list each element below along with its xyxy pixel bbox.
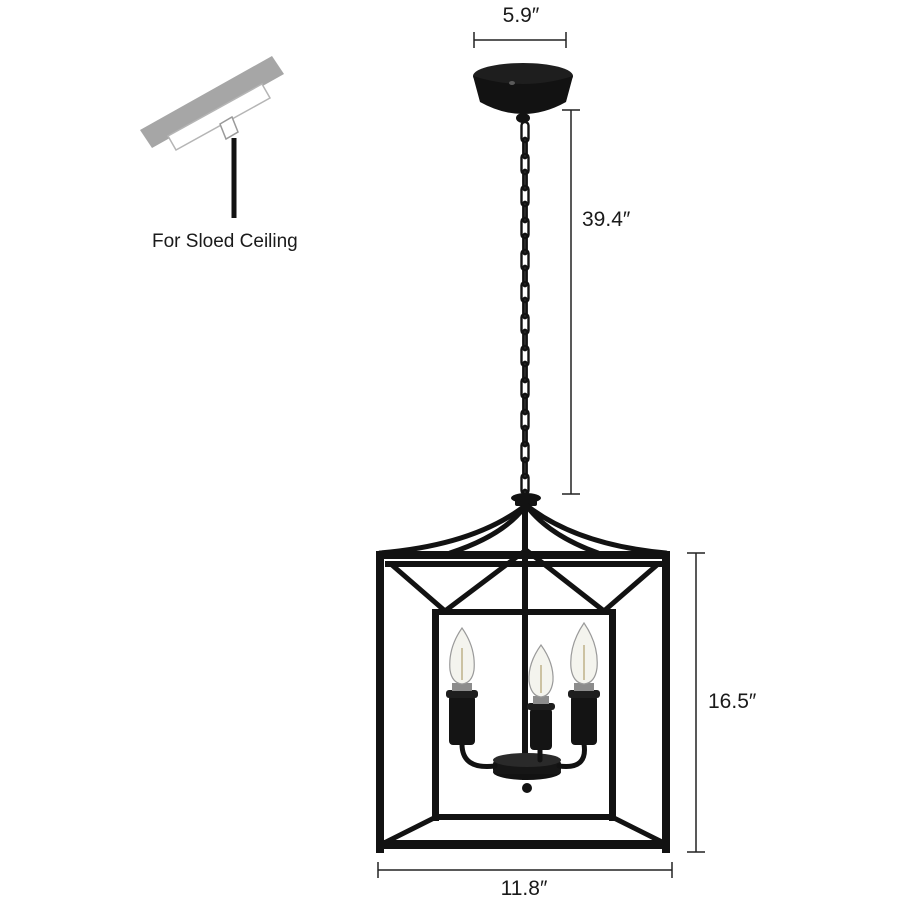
- chain-link: [522, 328, 528, 352]
- bulb-left: [446, 626, 478, 745]
- bulb-right: [568, 621, 600, 745]
- lantern-cage: [376, 493, 670, 853]
- chain-link: [522, 168, 528, 192]
- chain-link: [522, 136, 528, 160]
- chain-link: [522, 360, 528, 384]
- cage-height-label: 16.5″: [708, 690, 757, 713]
- hanging-chain: [520, 120, 530, 512]
- chain-length-label: 39.4″: [582, 208, 631, 231]
- sloped-ceiling-panel: [140, 56, 284, 148]
- chain-link: [522, 456, 528, 480]
- chain-link: [520, 216, 530, 240]
- canopy-width-label: 5.9″: [503, 4, 540, 27]
- chain-link: [520, 408, 530, 432]
- cage-width-label: 11.8″: [501, 877, 548, 900]
- chain-link: [522, 264, 528, 288]
- chain-link: [522, 232, 528, 256]
- chain-link: [522, 296, 528, 320]
- chain-link: [520, 440, 530, 464]
- cage-height-dimension: 16.5″: [687, 552, 757, 853]
- chain-link: [522, 200, 528, 224]
- candelabra: [446, 621, 600, 793]
- cage-width-dimension: 11.8″: [377, 862, 673, 900]
- bulb-middle: [527, 643, 555, 750]
- chain-link: [522, 424, 528, 448]
- chain-length-dimension: 39.4″: [562, 109, 631, 495]
- chain-link: [520, 280, 530, 304]
- sloped-ceiling-inset: For Sloed Ceiling: [140, 56, 298, 252]
- chain-link: [522, 392, 528, 416]
- chain-link: [520, 152, 530, 176]
- sloped-ceiling-caption: For Sloed Ceiling: [152, 231, 298, 252]
- sloped-canopy: [166, 82, 272, 152]
- ceiling-canopy: [473, 63, 573, 123]
- sloped-canopy-mount: [219, 115, 239, 141]
- chain-link: [520, 312, 530, 336]
- chain-link: [520, 184, 530, 208]
- chain-link: [520, 248, 530, 272]
- chain-link: [520, 376, 530, 400]
- chain-link: [520, 120, 530, 144]
- chain-link: [520, 344, 530, 368]
- canopy-width-dimension: 5.9″: [473, 4, 567, 48]
